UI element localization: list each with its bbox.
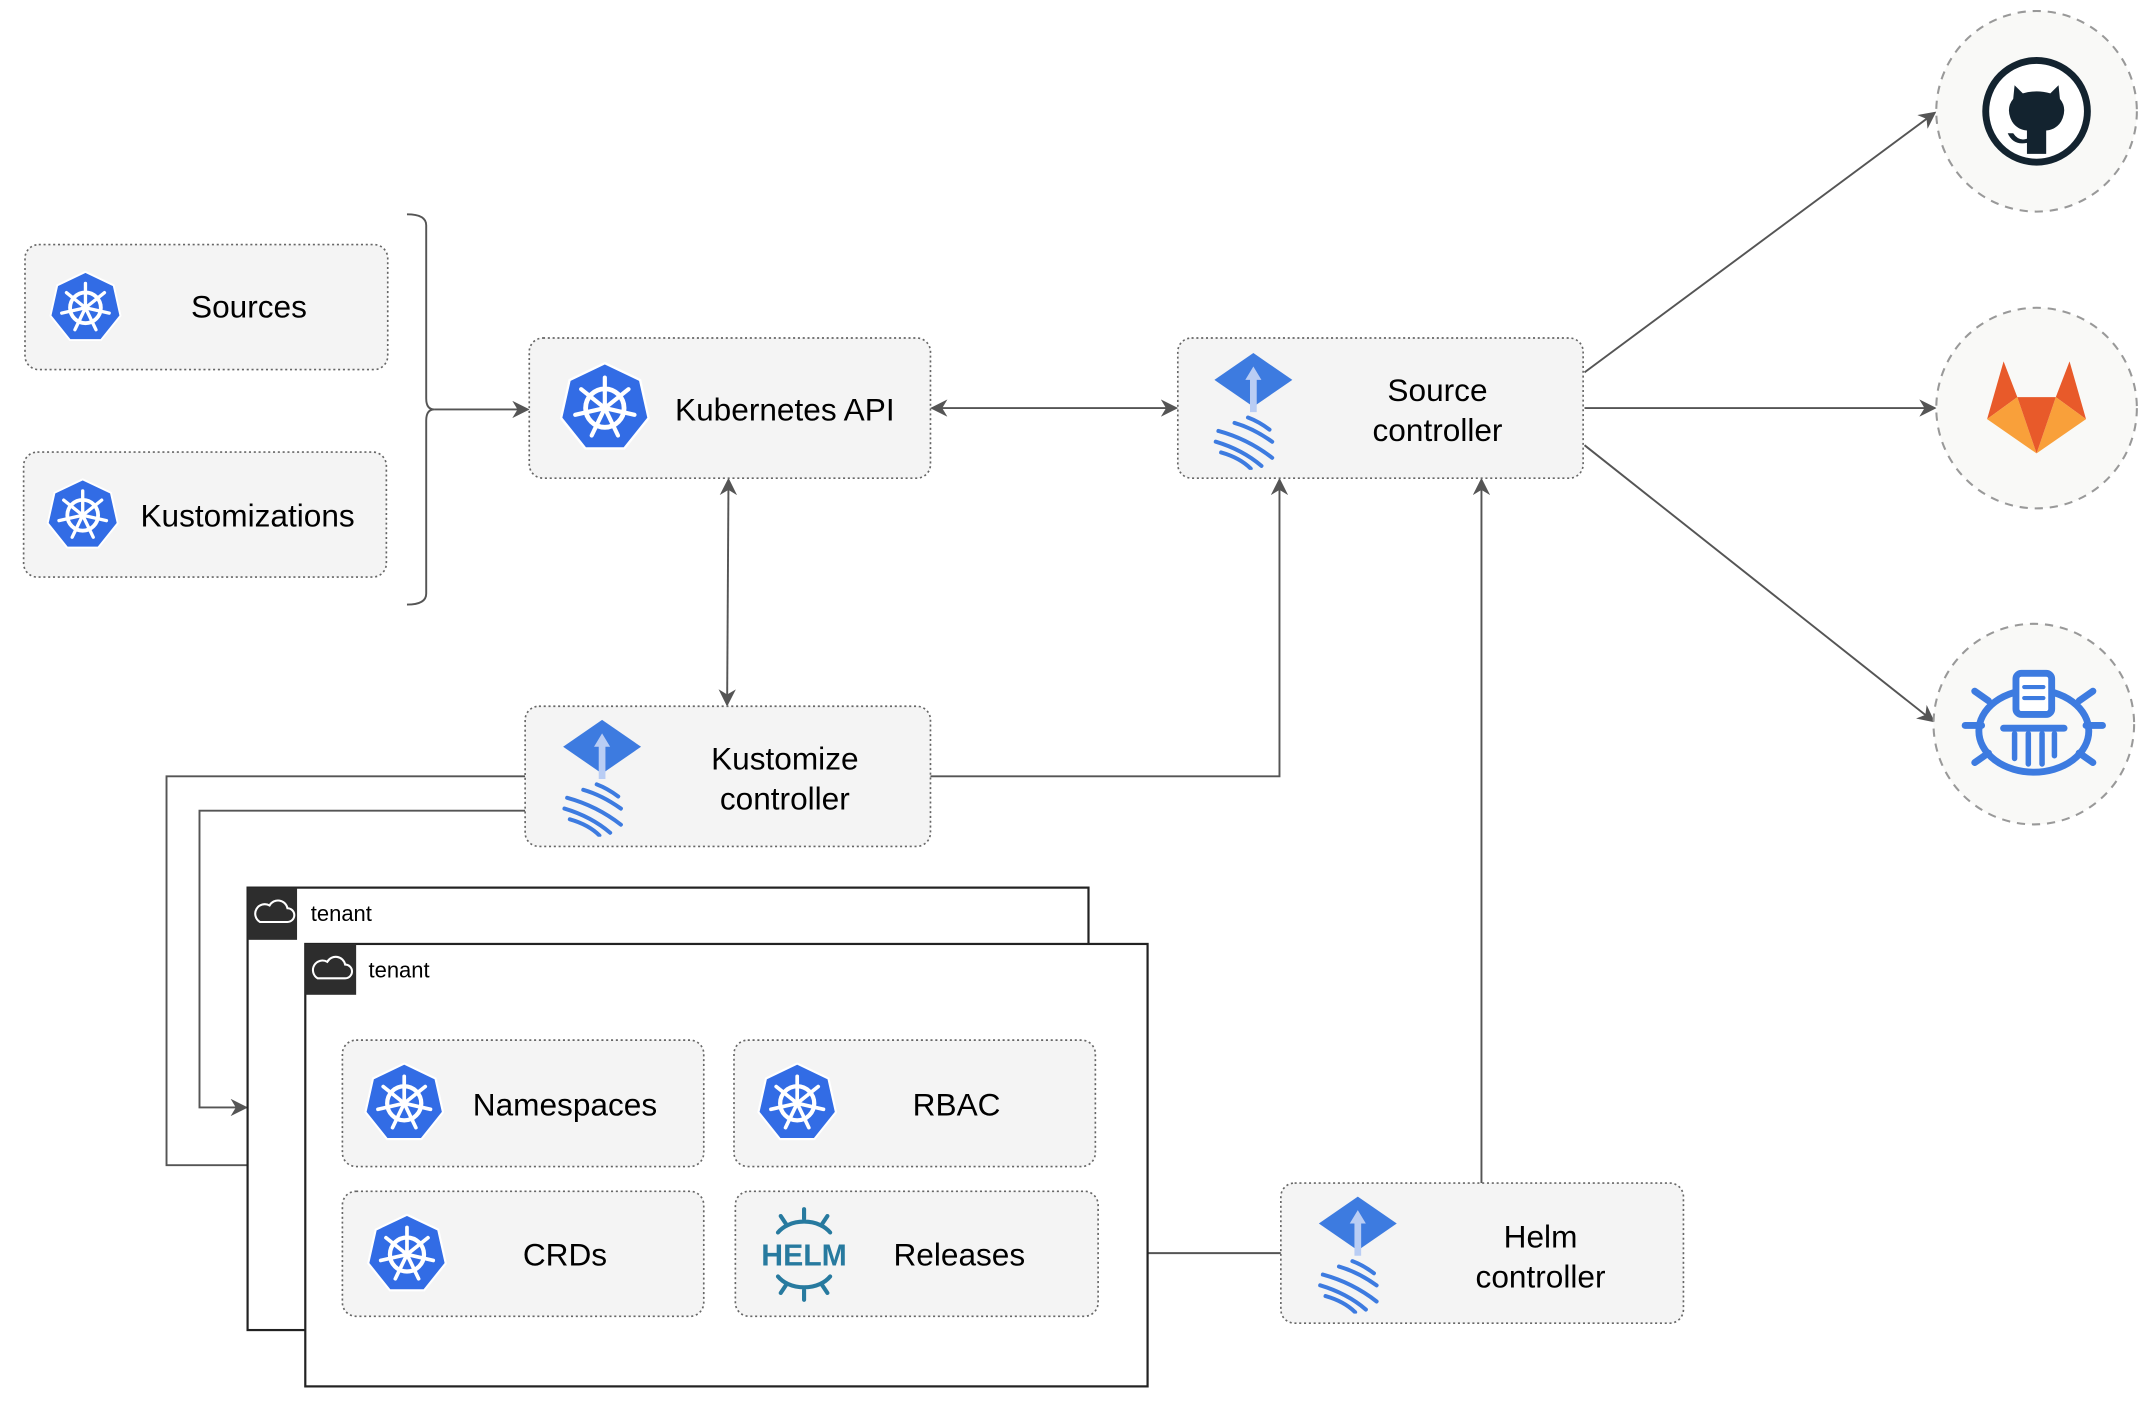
- crds-label: CRDs: [523, 1236, 607, 1272]
- rbac-node[interactable]: RBAC: [733, 1039, 1097, 1168]
- edge-source-to-github: [1583, 111, 1937, 374]
- bucket-icon: [1961, 669, 2106, 776]
- releases-label: Releases: [893, 1236, 1025, 1272]
- tenant-front[interactable]: tenant Namespaces RBAC CRDs: [304, 942, 1149, 1388]
- helm-controller-node[interactable]: Helm controller: [1280, 1182, 1685, 1325]
- kustomizations-node[interactable]: Kustomizations: [22, 451, 388, 578]
- sources-label: Sources: [191, 288, 307, 324]
- helm-controller-label-2: controller: [1476, 1258, 1606, 1294]
- cloud-icon: [254, 899, 296, 924]
- rbac-label: RBAC: [913, 1087, 1001, 1123]
- source-controller-label-1: Source: [1387, 372, 1487, 408]
- kustomize-controller-node[interactable]: Kustomize controller: [524, 705, 932, 848]
- edge-api-kustomize-controller: [718, 477, 738, 707]
- releases-node[interactable]: HELM Releases: [734, 1190, 1099, 1318]
- resources-bracket: [406, 213, 435, 606]
- edge-kustomize-to-tenant-front: [165, 775, 526, 1174]
- gitlab-source[interactable]: [1935, 306, 2138, 510]
- namespaces-label: Namespaces: [473, 1087, 657, 1123]
- helm-logo-text: HELM: [761, 1239, 847, 1272]
- source-controller-label-2: controller: [1373, 412, 1503, 448]
- namespaces-node[interactable]: Namespaces: [341, 1039, 705, 1168]
- edge-kustomize-to-tenant-back: [198, 809, 526, 1117]
- sources-node[interactable]: Sources: [24, 243, 389, 371]
- tenant-label: tenant: [311, 901, 372, 926]
- kustomize-controller-label-1: Kustomize: [711, 740, 858, 776]
- tenant-label: tenant: [369, 958, 430, 983]
- edge-source-to-bucket: [1583, 444, 1935, 723]
- source-controller-node[interactable]: Source controller: [1176, 337, 1584, 479]
- github-source[interactable]: [1935, 9, 2138, 213]
- kubernetes-api-node[interactable]: Kubernetes API: [528, 337, 932, 479]
- gitlab-icon: [1987, 361, 2087, 454]
- bucket-source[interactable]: [1932, 622, 2136, 826]
- kustomizations-label: Kustomizations: [140, 497, 354, 533]
- kubernetes-api-label: Kubernetes API: [675, 391, 895, 427]
- kustomize-controller-label-2: controller: [720, 780, 850, 816]
- crds-node[interactable]: CRDs: [341, 1190, 705, 1318]
- cloud-icon: [311, 955, 354, 980]
- helm-controller-label-1: Helm: [1504, 1219, 1578, 1255]
- edge-kustomize-to-source: [930, 477, 1289, 778]
- helm-icon: HELM: [761, 1207, 847, 1302]
- github-icon: [1982, 57, 2091, 166]
